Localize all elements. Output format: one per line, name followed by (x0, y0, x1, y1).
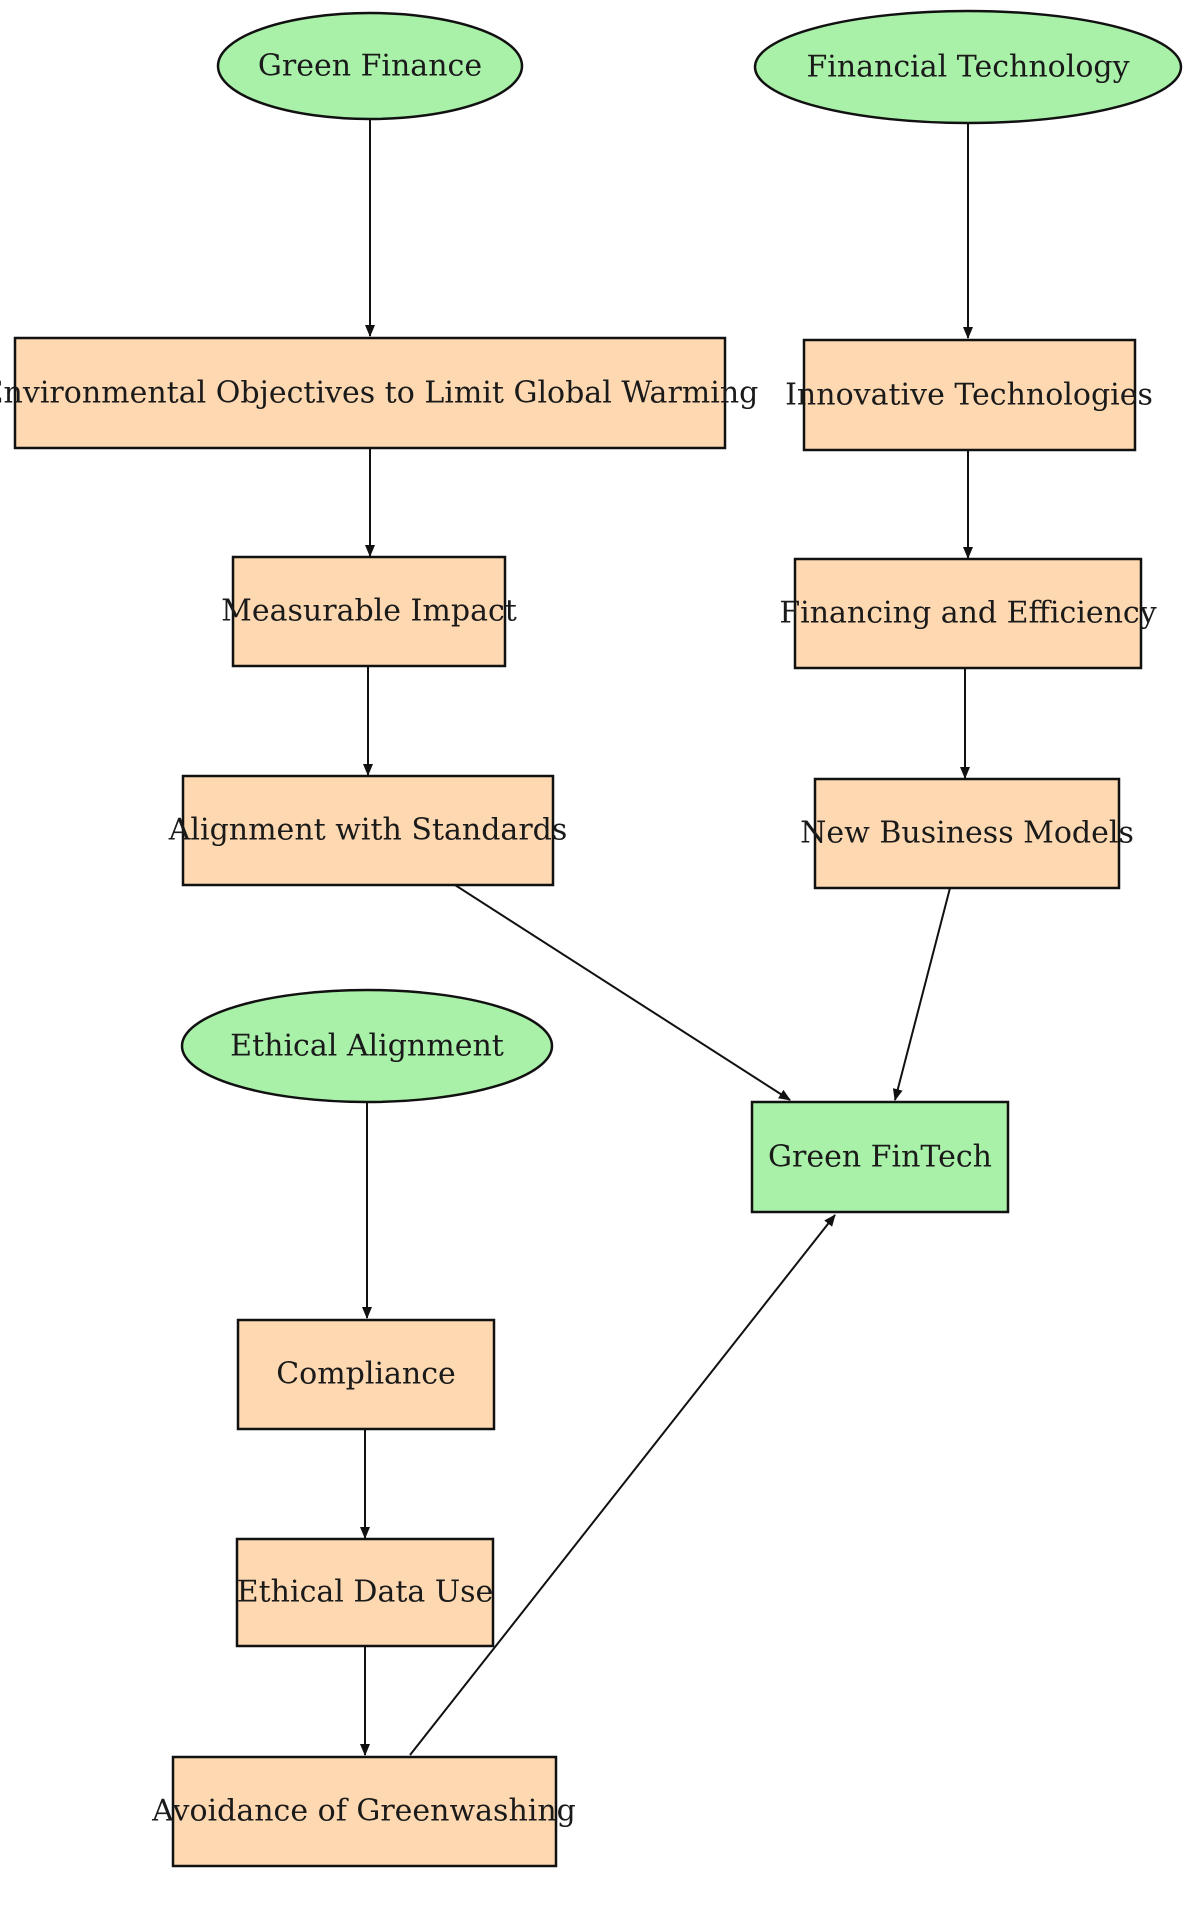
edge-alignment-standards-to-green-fintech (454, 884, 791, 1101)
node-label: Alignment with Standards (168, 813, 568, 848)
node-label: Green FinTech (768, 1140, 992, 1175)
box-shape (802, 338, 1137, 452)
edge-avoidance-greenwashing-to-green-fintech (409, 1214, 836, 1756)
node-label: Avoidance of Greenwashing (151, 1794, 576, 1829)
box-shape (171, 1755, 558, 1868)
node-new-business-models: New Business Models (800, 777, 1134, 890)
node-label: Innovative Technologies (785, 378, 1153, 413)
node-label: Environmental Objectives to Limit Global… (0, 376, 758, 411)
box-shape (750, 1100, 1010, 1214)
ellipse-shape (216, 11, 524, 121)
node-compliance: Compliance (236, 1318, 496, 1431)
node-avoidance-greenwashing: Avoidance of Greenwashing (151, 1755, 576, 1868)
node-label: Financing and Efficiency (779, 596, 1156, 631)
node-green-fintech: Green FinTech (750, 1100, 1010, 1214)
node-label: Ethical Alignment (230, 1029, 504, 1064)
node-green-finance: Green Finance (216, 11, 524, 121)
node-innovative-technologies: Innovative Technologies (785, 338, 1153, 452)
node-label: Financial Technology (806, 50, 1129, 85)
ellipse-shape (180, 988, 554, 1104)
box-shape (181, 774, 555, 887)
node-label: Ethical Data Use (237, 1575, 494, 1610)
node-financing-efficiency: Financing and Efficiency (779, 557, 1157, 670)
ellipse-shape (753, 9, 1183, 125)
box-shape (231, 555, 507, 668)
box-shape (813, 777, 1121, 890)
edge-new-business-models-to-green-fintech (892, 887, 951, 1101)
node-alignment-standards: Alignment with Standards (168, 774, 568, 887)
box-shape (13, 336, 727, 450)
node-measurable-impact: Measurable Impact (221, 555, 517, 668)
box-shape (236, 1318, 496, 1431)
node-environmental-objectives: Environmental Objectives to Limit Global… (0, 336, 758, 450)
node-ethical-data-use: Ethical Data Use (235, 1537, 495, 1648)
node-label: New Business Models (800, 816, 1134, 851)
node-label: Compliance (276, 1357, 456, 1392)
box-shape (235, 1537, 495, 1648)
node-label: Green Finance (258, 49, 482, 84)
node-ethical-alignment: Ethical Alignment (180, 988, 554, 1104)
node-label: Measurable Impact (221, 594, 517, 629)
edges (360, 118, 973, 1756)
node-financial-technology: Financial Technology (753, 9, 1183, 125)
box-shape (793, 557, 1143, 670)
